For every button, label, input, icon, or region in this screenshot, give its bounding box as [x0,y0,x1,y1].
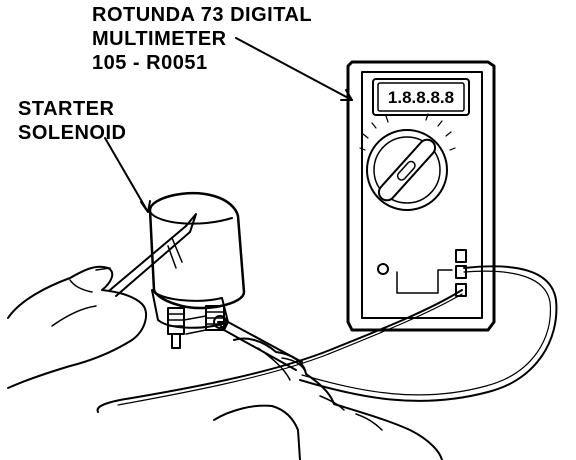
red-lead-wire [299,265,558,402]
internal-trace [396,269,453,294]
rotary-selector-outer [366,129,448,211]
meter-label-line2: MULTIMETER [92,28,227,50]
solenoid-leader-line [104,137,149,213]
solenoid-top-cap [149,211,233,225]
multimeter-face [361,71,483,319]
multimeter-case [346,60,496,332]
right-probe-tip [217,321,229,331]
right-probe [217,321,303,371]
right-hand [213,337,443,460]
left-hand-nail [95,267,111,271]
left-hand [7,265,148,389]
lcd-display-window [377,82,465,112]
solenoid-cylinder-body [148,191,246,310]
black-lead-wire-inner [117,293,463,406]
solenoid-label-line1: STARTER [18,98,115,120]
left-hand-outline [7,265,148,389]
left-probe-body [109,225,191,297]
right-hand-outline [213,337,443,460]
red-lead-wire-inner [301,270,552,396]
terminal-stud-left [167,307,185,349]
selector-scale [359,113,456,151]
meter-label-line1: ROTUNDA 73 DIGITAL [92,4,313,26]
starter-solenoid [148,191,246,349]
common-jack [377,263,389,275]
lcd-display-frame [372,78,470,116]
solenoid-leader-arrow [140,200,151,213]
right-hand-knuckles [319,395,383,431]
right-probe-body [223,321,303,371]
meter-label-line3: 105 - R0051 [92,52,208,74]
rotary-selector-inner [373,136,441,204]
left-probe [109,213,197,297]
rotary-knob-pointer [377,138,437,202]
solenoid-highlight [167,237,183,269]
meter-leader-line [235,37,353,101]
input-jack-low [455,283,467,297]
black-lead-wire [96,289,463,413]
solenoid-label-line2: SOLENOID [18,122,127,144]
multimeter [346,60,496,332]
lcd-reading: 1.8.8.8.8 [388,88,454,107]
left-hand-finger-crease [51,279,97,327]
solenoid-bracket [183,315,207,335]
input-jack-top [455,249,467,263]
solenoid-end-plate [151,289,229,329]
left-probe-tip [185,213,197,233]
